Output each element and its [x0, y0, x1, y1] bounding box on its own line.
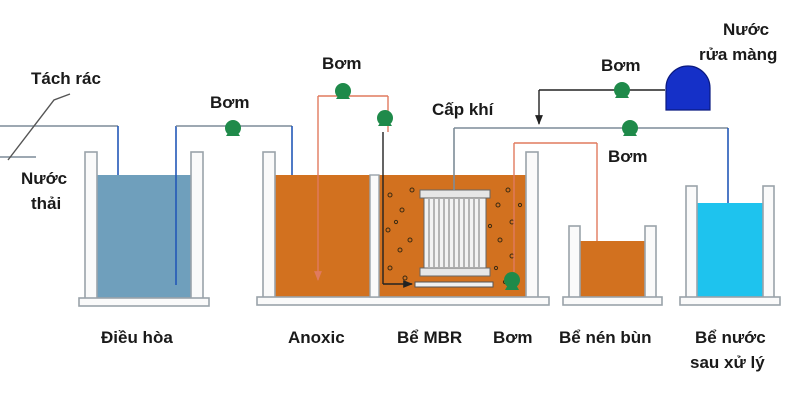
pump-icon-6: [504, 272, 520, 290]
tank-treated: [679, 185, 781, 306]
label-pump-2: Bơm: [322, 54, 361, 73]
label-tank-mbr: Bể MBR: [397, 328, 462, 347]
pump-icon-1: [225, 120, 241, 136]
label-tank-sludge: Bể nén bùn: [559, 328, 652, 347]
label-pump-5: Bơm: [493, 328, 532, 347]
label-wastewater-2: thải: [31, 194, 61, 213]
pump-icon-5: [622, 120, 638, 136]
air-diffuser: [414, 281, 494, 288]
label-tank-treated-1: Bể nước: [695, 328, 766, 347]
label-membrane-wash-2: rửa màng: [699, 45, 777, 64]
label-tank-anoxic: Anoxic: [288, 328, 345, 347]
label-pump-3: Bơm: [601, 56, 640, 75]
pump-icon-2: [335, 83, 351, 99]
pump-icon-3: [377, 110, 393, 126]
label-screen: Tách rác: [31, 69, 101, 88]
label-pump-4: Bơm: [608, 147, 647, 166]
label-tank-equalization: Điều hòa: [101, 328, 173, 347]
pump-icon-4: [614, 82, 630, 98]
tank-sludge: [562, 225, 663, 306]
label-membrane-wash-1: Nước: [723, 20, 769, 39]
label-tank-treated-2: sau xử lý: [690, 353, 765, 372]
tank-equalization: [78, 151, 210, 307]
membrane-module: [419, 189, 491, 277]
membrane-wash-tank: [665, 65, 711, 111]
label-air-supply: Cấp khí: [432, 100, 495, 119]
screen-line: [7, 93, 71, 161]
label-pump-1: Bơm: [210, 93, 249, 112]
label-wastewater-1: Nước: [21, 169, 67, 188]
